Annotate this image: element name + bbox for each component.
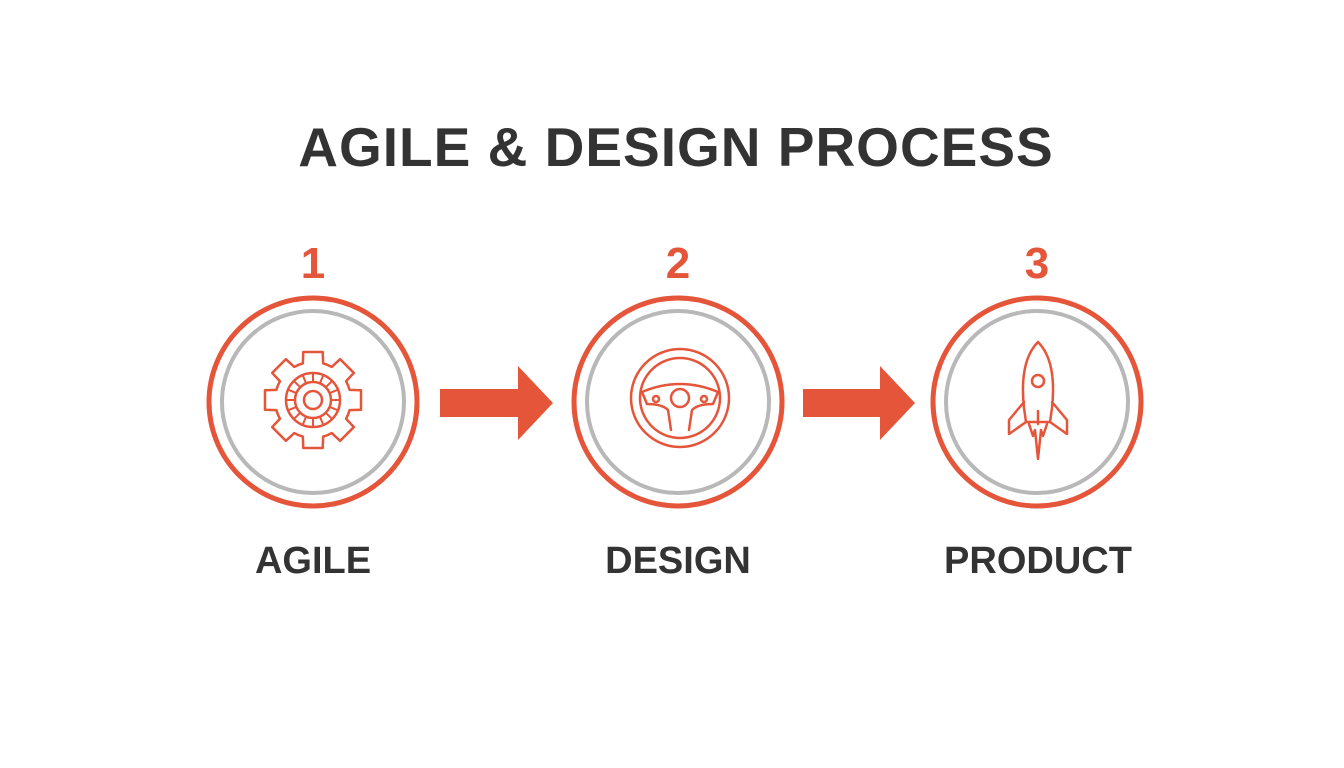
step-1-label: AGILE bbox=[254, 540, 372, 582]
gear-icon bbox=[263, 350, 363, 450]
rocket-icon bbox=[1007, 340, 1069, 461]
steering-wheel-icon bbox=[629, 347, 731, 449]
arrow-2-to-3 bbox=[803, 366, 915, 440]
gear-spoke bbox=[287, 405, 297, 412]
step-3-number: 3 bbox=[1024, 239, 1050, 288]
gear-spoke bbox=[301, 416, 308, 426]
gear-spoke bbox=[318, 416, 325, 426]
step-3-label: PRODUCT bbox=[944, 540, 1132, 582]
step-2-label: DESIGN bbox=[605, 540, 751, 582]
step-1-number: 1 bbox=[300, 239, 326, 288]
gear-spoke bbox=[325, 412, 333, 420]
gear-spoke bbox=[293, 412, 301, 420]
gear-spoke bbox=[329, 405, 339, 412]
arrow-1-to-2 bbox=[440, 366, 553, 440]
gear-spoke bbox=[329, 388, 339, 395]
step-3-circle bbox=[930, 295, 1144, 509]
diagram-title: AGILE & DESIGN PROCESS bbox=[298, 116, 1054, 178]
gear-spoke bbox=[325, 380, 333, 388]
gear-spoke bbox=[318, 374, 325, 384]
step-1-circle bbox=[206, 295, 420, 509]
step-2-circle bbox=[571, 295, 785, 509]
gear-spoke bbox=[293, 380, 301, 388]
step-2-number: 2 bbox=[665, 239, 691, 288]
gear-spoke bbox=[287, 388, 297, 395]
gear-spoke bbox=[301, 374, 308, 384]
